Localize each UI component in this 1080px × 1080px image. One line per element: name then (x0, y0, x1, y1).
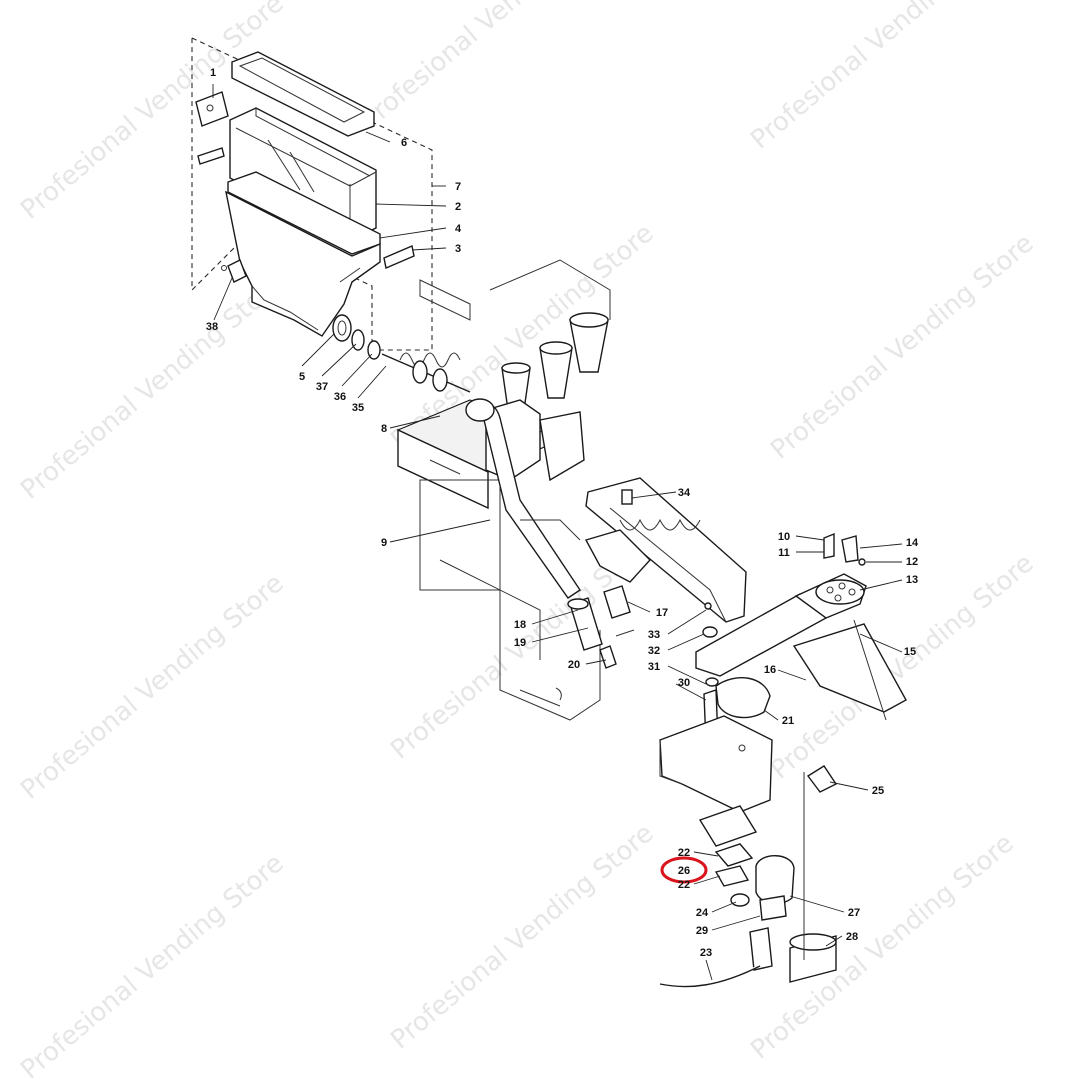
callout-layer: 1672433853736358934101114121317181920333… (206, 67, 919, 959)
leader-lines (212, 84, 903, 981)
callout-34: 34 (678, 487, 691, 499)
callout-21: 21 (782, 715, 794, 727)
watermark-text: Profesional Vending Store (15, 268, 289, 505)
callout-3: 3 (455, 243, 461, 255)
callout-37: 37 (316, 381, 328, 393)
callout-7: 7 (455, 181, 461, 193)
highlight-circle (660, 856, 708, 884)
callout-1: 1 (210, 67, 216, 79)
callout-30: 30 (678, 677, 690, 689)
callout-35: 35 (352, 402, 364, 414)
callout-14: 14 (906, 537, 919, 549)
motor-assembly (659, 677, 838, 988)
callout-18: 18 (514, 619, 526, 631)
hopper-assembly (191, 37, 433, 351)
callout-15: 15 (904, 646, 916, 658)
callout-20: 20 (568, 659, 580, 671)
callout-11: 11 (778, 547, 790, 559)
hopper-latch (195, 91, 229, 127)
callout-28: 28 (846, 931, 858, 943)
watermark-text: Profesional Vending Store (355, 0, 629, 135)
watermark-text: Profesional Vending Store (15, 848, 289, 1080)
watermark-text: Profesional Vending Store (385, 818, 659, 1055)
callout-23: 23 (700, 947, 712, 959)
callout-27: 27 (848, 907, 860, 919)
callout-29: 29 (696, 925, 708, 937)
mixing-unit (396, 259, 611, 721)
callout-13: 13 (906, 574, 918, 586)
watermark-text: Profesional Vending Store (765, 228, 1039, 465)
watermark-text: Profesional Vending Store (15, 568, 289, 805)
callout-19: 19 (514, 637, 526, 649)
watermark-text: Profesional Vending Store (765, 548, 1039, 785)
watermark-text: Profesional Vending Store (745, 0, 1019, 155)
hopper-lid (231, 51, 375, 137)
callout-6: 6 (401, 137, 407, 149)
callout-22a: 22 (678, 847, 690, 859)
callout-17: 17 (656, 607, 668, 619)
callout-25: 25 (872, 785, 884, 797)
callout-36: 36 (334, 391, 346, 403)
heater-tray (585, 477, 747, 623)
callout-16: 16 (764, 664, 776, 676)
callout-33: 33 (648, 629, 660, 641)
whipper-arm (695, 532, 907, 721)
callout-2: 2 (455, 201, 461, 213)
callout-9: 9 (381, 537, 387, 549)
callout-24: 24 (696, 907, 709, 919)
callout-10: 10 (778, 531, 790, 543)
callout-22b: 22 (678, 879, 690, 891)
callout-26: 26 (678, 865, 690, 877)
callout-31: 31 (648, 661, 660, 673)
callout-5: 5 (299, 371, 305, 383)
callout-4: 4 (455, 223, 462, 235)
valve-assembly (567, 529, 651, 669)
callout-32: 32 (648, 645, 660, 657)
callout-38: 38 (206, 321, 218, 333)
callout-12: 12 (906, 556, 918, 568)
callout-8: 8 (381, 423, 387, 435)
